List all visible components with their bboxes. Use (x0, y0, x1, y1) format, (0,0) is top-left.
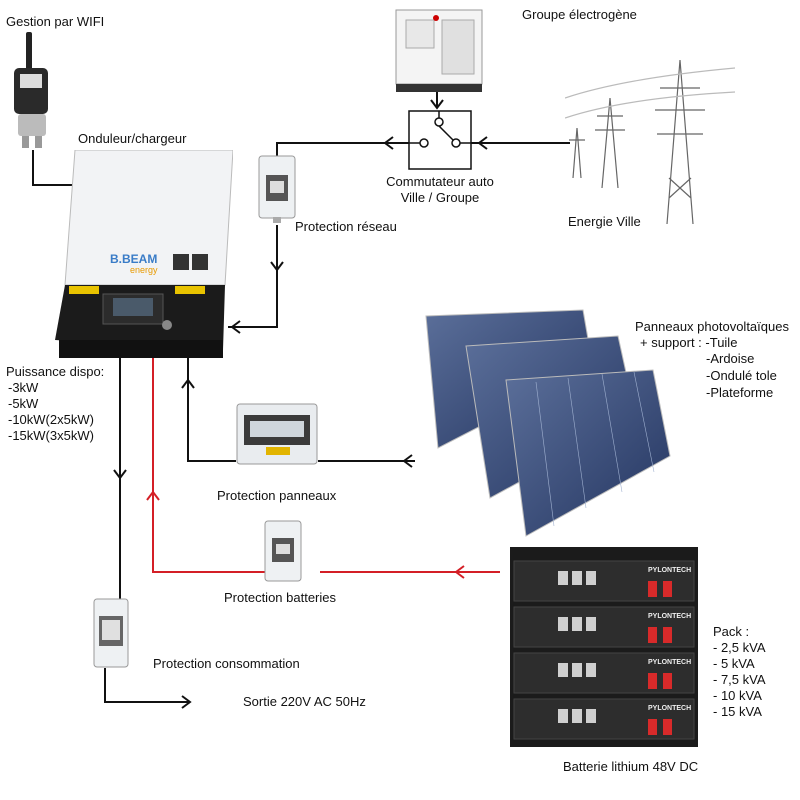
wire-switch-protection (276, 142, 410, 158)
inverter-label: Onduleur/chargeur (78, 131, 187, 146)
pack-list: - 2,5 kVA - 5 kVA - 7,5 kVA - 10 kVA - 1… (713, 640, 766, 720)
arrow-consumption-down (113, 469, 127, 480)
grid-protection-box-icon (258, 155, 296, 223)
inverter-charger-icon (55, 150, 233, 358)
battery-brand-3: PYLONTECH (648, 659, 692, 666)
battery-brand-1: PYLONTECH (648, 567, 692, 574)
arrow-panel-up (181, 378, 195, 389)
panel-protection-label: Protection panneaux (217, 488, 337, 503)
arrow-grid-down (270, 261, 284, 272)
output-label: Sortie 220V AC 50Hz (243, 694, 366, 709)
battery-protection-label: Protection batteries (224, 590, 337, 605)
wifi-label: Gestion par WIFI (6, 14, 105, 29)
wire-protection-inverter (228, 225, 278, 328)
generator-label: Groupe électrogène (522, 7, 637, 22)
pack-title: Pack : (713, 624, 750, 639)
battery-label: Batterie lithium 48V DC (563, 759, 699, 774)
arrow-output-right (181, 695, 192, 709)
switch-label-line1: Commutateur auto (386, 174, 494, 189)
inverter-logo: B.BEAM (110, 252, 158, 266)
power-item: -10kW(2x5kW) (8, 412, 94, 427)
pack-item: - 10 kVA (713, 688, 762, 703)
power-item: -15kW(3x5kW) (8, 428, 94, 443)
solar-panels-icon (425, 309, 671, 537)
pack-item: - 2,5 kVA (713, 640, 766, 655)
panels-label-line5: -Plateforme (706, 385, 774, 400)
arrow-inverter-left (230, 320, 241, 334)
power-pylons-icon (565, 59, 735, 225)
pack-item: - 7,5 kVA (713, 672, 766, 687)
pack-item: - 5 kVA (713, 656, 755, 671)
arrow-battery-up (146, 490, 160, 501)
power-title: Puissance dispo: (6, 364, 105, 379)
battery-protection-box-icon (264, 520, 302, 582)
panel-protection-box-icon (236, 403, 318, 465)
wire-wifi-inverter (32, 150, 78, 186)
power-list: -3kW -5kW -10kW(2x5kW) -15kW(3x5kW) (8, 380, 94, 444)
arrow-panels-left (402, 454, 413, 468)
panels-label-line2: + support : -Tuile (640, 335, 738, 350)
switch-label: Commutateur auto Ville / Groupe (380, 174, 500, 206)
generator-icon (395, 9, 483, 92)
battery-brand-2: PYLONTECH (648, 613, 692, 620)
wire-protection-battery-inverter (152, 358, 265, 573)
battery-brand-4: PYLONTECH (648, 705, 692, 712)
auto-switch-icon (408, 110, 472, 170)
power-item: -5kW (8, 396, 39, 411)
grid-protection-label: Protection réseau (295, 219, 397, 234)
arrow-generator-down (430, 99, 444, 110)
lithium-battery-stack-icon (510, 547, 698, 747)
wifi-dongle-icon (14, 32, 48, 148)
consumption-protection-box-icon (93, 598, 129, 668)
arrow-switch-left (383, 136, 394, 150)
wire-consumption-output (104, 668, 190, 703)
panels-label-line4: -Ondulé tole (706, 368, 777, 383)
consumption-protection-label: Protection consommation (153, 656, 300, 671)
panels-label-line3: -Ardoise (706, 351, 755, 366)
arrow-city-left (477, 136, 488, 150)
inverter-logo-sub: energy (130, 265, 158, 275)
pack-item: - 15 kVA (713, 704, 762, 719)
switch-label-line2: Ville / Groupe (400, 190, 480, 205)
power-item: -3kW (8, 380, 39, 395)
arrow-battery-left (454, 565, 465, 579)
wire-protection-panels-inverter (187, 358, 236, 462)
panels-label-line1: Panneaux photovoltaïques (635, 319, 789, 334)
city-energy-label: Energie Ville (568, 214, 641, 229)
